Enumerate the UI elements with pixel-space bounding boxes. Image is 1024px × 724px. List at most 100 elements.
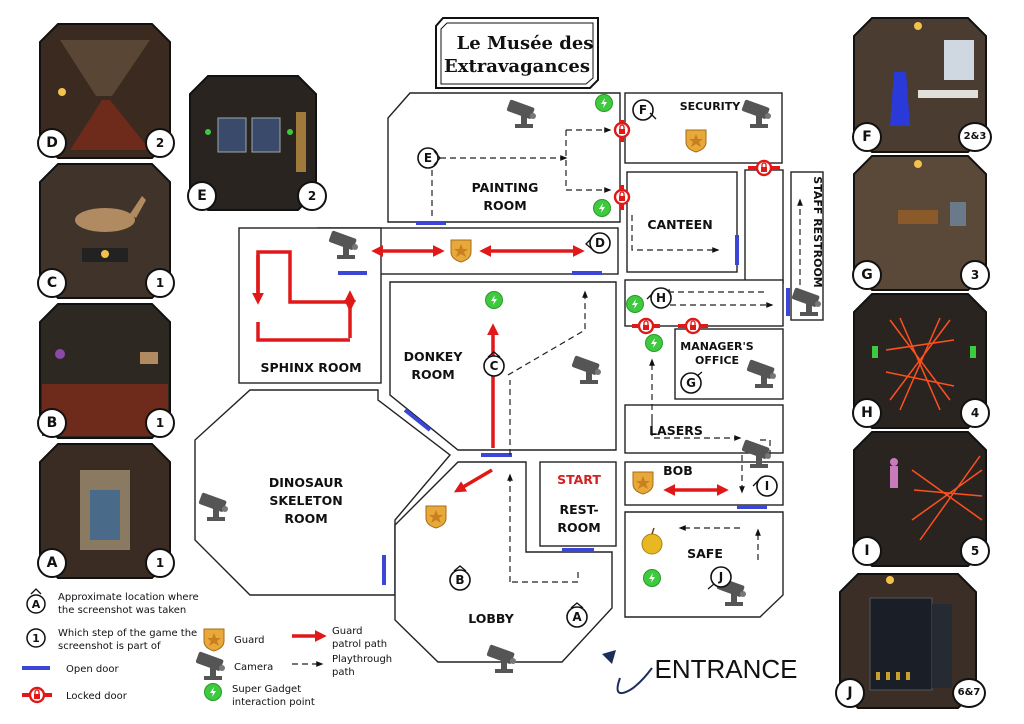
thumbnail-i [853,431,987,567]
thumb-g-letter: G [852,260,882,290]
legend-gadget-2: interaction point [232,697,315,708]
corridor-mid-right [624,279,784,327]
thumb-a-letter: A [37,548,67,578]
marker-h: H [646,287,672,309]
legend-patrol-2: patrol path [332,639,387,650]
marker-j: J [707,566,732,590]
legend-marker-text-1: Approximate location where [58,592,199,603]
thumb-e-letter: E [187,181,217,211]
thumb-h-step: 4 [960,398,990,428]
marker-b: B [449,565,471,591]
legend-patrol-1: Guard [332,626,363,637]
thumbnails [39,17,987,709]
bob-label: BOB [663,463,693,478]
svg-text:D: D [595,236,605,250]
entrance: ENTRANCE [602,650,798,694]
thumbnail-a [39,443,171,579]
thumb-b-step: 1 [145,408,175,438]
thumb-i-step: 5 [960,536,990,566]
thumbnail-d [39,23,171,159]
marker-d: D [585,232,611,254]
manager-label-1: MANAGER'S [680,340,754,353]
locked-doors [613,120,780,335]
thumb-g-step: 3 [960,260,990,290]
donkey-label-2: ROOM [411,367,454,382]
thumb-a-step: 1 [145,548,175,578]
dinosaur-label-1: DINOSAUR [269,475,344,490]
thumb-c-letter: C [37,268,67,298]
thumb-f-step: 2&3 [958,122,992,152]
restroom-label-1: REST- [559,502,598,517]
legend-locked-door: Locked door [66,691,128,702]
thumb-i-letter: I [852,536,882,566]
thumbnail-c [39,163,171,299]
svg-text:E: E [424,151,432,165]
patrol-paths [252,245,729,496]
svg-text:A: A [572,610,582,624]
svg-text:I: I [765,479,769,493]
svg-text:G: G [686,376,696,390]
thumbnail-g [853,155,987,291]
thumbnail-f [853,17,987,153]
title-line2: Extravagances [444,56,590,77]
thumb-j-letter: J [835,678,865,708]
thumb-d-letter: D [37,128,67,158]
marker-c: C [483,351,505,377]
title-box: Le Musée des Extravagances [435,17,599,89]
thumbnail-b [39,303,171,439]
security-label: SECURITY [680,100,742,113]
title-line1: Le Musée des [457,33,594,54]
dinosaur-label-3: ROOM [284,511,327,526]
legend-step: 1 [26,628,46,648]
svg-text:B: B [455,573,464,587]
legend-step-text-2: screenshot is part of [58,641,161,652]
legend-marker-text-2: the screenshot was taken [58,605,186,616]
marker-f: F [632,99,657,121]
thumb-d-step: 2 [145,128,175,158]
canteen-label: CANTEEN [647,217,712,232]
marker-g: G [680,371,703,394]
svg-text:J: J [718,570,723,584]
legend-camera: Camera [234,662,273,673]
entrance-label: ENTRANCE [654,654,797,684]
lasers-label: LASERS [649,423,703,438]
legend-play-1: Playthrough [332,654,392,665]
thumb-e-step: 2 [297,181,327,211]
thumbnail-e [189,75,317,211]
thumb-j-step: 6&7 [952,678,986,708]
restroom-label-2: ROOM [557,520,600,535]
thumb-h-letter: H [852,398,882,428]
thumb-f-letter: F [852,122,882,152]
legend-step-text-1: Which step of the game the [58,628,197,639]
donkey-label-1: DONKEY [404,349,464,364]
legend-guard: Guard [234,635,265,646]
lobby-label: LOBBY [468,611,515,626]
svg-text:F: F [639,103,647,117]
lobby [394,461,613,663]
corridor-right [744,169,784,284]
svg-text:A: A [32,598,41,611]
legend: A Approximate location where the screens… [22,588,392,708]
manager-label-2: OFFICE [695,354,739,367]
legend-open-door: Open door [66,664,119,675]
dinosaur-label-2: SKELETON [269,493,342,508]
thumbnail-j [839,573,977,709]
marker-e: E [417,147,441,169]
marker-a: A [566,602,588,628]
legend-play-2: path [332,667,355,678]
legend-gadget-1: Super Gadget [232,684,301,695]
open-doors [338,221,790,585]
playthrough-paths [430,127,803,583]
start-label: START [557,472,601,487]
restroom [539,461,617,547]
svg-text:H: H [656,291,666,305]
canteen-room [626,171,738,273]
thumbnail-h [853,293,987,429]
room-labels: PAINTING ROOM SECURITY CANTEEN STAFF RES… [260,100,824,626]
safe-room [624,511,784,618]
marker-i: I [752,475,778,497]
thumb-b-letter: B [37,408,67,438]
painting-label-2: ROOM [483,198,526,213]
legend-marker: A [26,588,46,614]
thumb-c-step: 1 [145,268,175,298]
